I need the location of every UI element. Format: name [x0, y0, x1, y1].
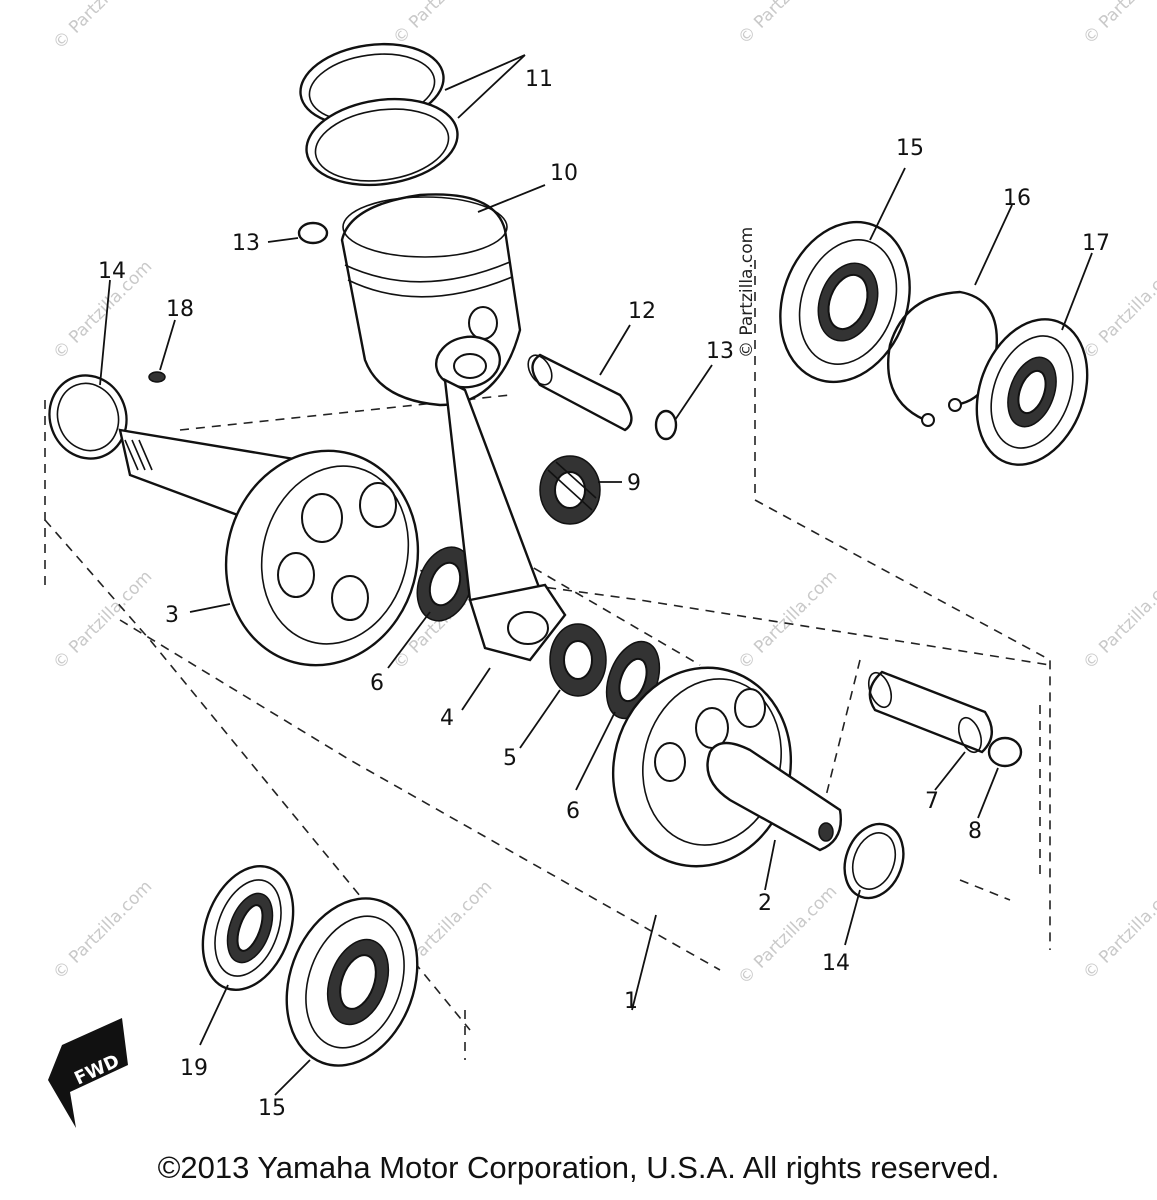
part-5-big-end-bearing: [519, 623, 607, 749]
callout-4: 4: [440, 706, 454, 731]
watermark: © Partzilla.com: [49, 877, 156, 984]
part-8-plug: [977, 736, 1023, 819]
callout-14: 14: [822, 951, 850, 976]
part-3-left-crank-wheel: [118, 428, 420, 667]
watermark: © Partzilla.com: [1079, 257, 1157, 364]
part-18-key: [148, 319, 176, 383]
callout-12: 12: [628, 299, 656, 324]
callout-1: 1: [624, 989, 638, 1014]
callout-labels: 1 2 3 4 5 6 6 7 8 9 10 11 12 13 13 14 14…: [98, 67, 1110, 1121]
callout-3: 3: [165, 603, 179, 628]
callout-7: 7: [925, 789, 939, 814]
callout-17: 17: [1082, 231, 1110, 256]
part-15-bearing: [779, 167, 911, 384]
callout-13: 13: [706, 339, 734, 364]
part-12-piston-pin: [527, 324, 633, 432]
part-17-oil-seal: [975, 252, 1093, 466]
part-13-clip: [267, 221, 329, 245]
watermark: © Partzilla.com: [734, 567, 841, 674]
watermark: © Partzilla.com: [1079, 567, 1157, 674]
watermark: © Partzilla.com: [389, 0, 496, 49]
watermark: © Partzilla.com: [49, 0, 156, 54]
callout-16: 16: [1003, 186, 1031, 211]
part-14-seal: [48, 279, 128, 460]
part-2-right-crank-wheel: [611, 666, 842, 891]
callout-11: 11: [525, 67, 553, 92]
callout-5: 5: [503, 746, 517, 771]
part-4-connecting-rod: [434, 335, 567, 711]
callout-6: 6: [566, 799, 580, 824]
part-7-crank-pin: [867, 670, 993, 791]
callout-13: 13: [232, 231, 260, 256]
watermark: © Partzilla.com: [734, 0, 841, 49]
callout-15: 15: [896, 136, 924, 161]
callout-15: 15: [258, 1096, 286, 1121]
part-11-piston-rings: [299, 42, 526, 187]
callout-14: 14: [98, 259, 126, 284]
part-19-oil-seal: [199, 864, 295, 1046]
callout-18: 18: [166, 297, 194, 322]
callout-2: 2: [758, 891, 772, 916]
part-14-seal: [843, 822, 905, 946]
callout-8: 8: [968, 819, 982, 844]
watermark: © Partzilla.com: [1079, 0, 1157, 49]
callout-9: 9: [627, 471, 641, 496]
callout-19: 19: [180, 1056, 208, 1081]
copyright-notice: ©2013 Yamaha Motor Corporation, U.S.A. A…: [157, 1150, 1000, 1185]
part-15-bearing: [274, 897, 419, 1096]
callout-10: 10: [550, 161, 578, 186]
crankshaft-piston-exploded-diagram: © Partzilla.com © Partzilla.com © Partzi…: [44, 0, 1157, 1128]
callout-6: 6: [370, 671, 384, 696]
part-13-clip: [654, 364, 713, 441]
part-1-leader: [631, 914, 657, 1011]
watermark-vertical: © Partzilla.com: [737, 227, 757, 358]
watermark: © Partzilla.com: [1079, 877, 1157, 984]
part-9-small-end-bearing: [539, 455, 622, 525]
fwd-arrow-icon: FWD: [48, 1018, 128, 1128]
watermark: © Partzilla.com: [49, 567, 156, 674]
